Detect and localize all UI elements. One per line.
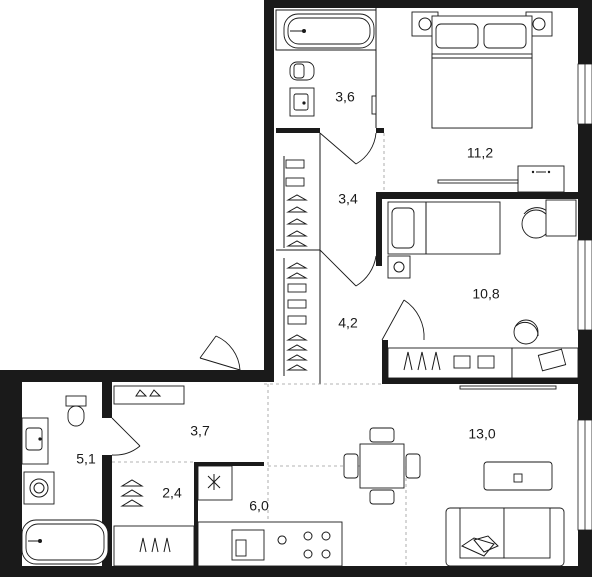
single-bed (387, 201, 501, 279)
area-label-hallway: 3,7 (190, 423, 210, 439)
washing-machine (23, 471, 55, 505)
bathtub-bottom (21, 519, 109, 565)
area-label-bathroom-2: 5,1 (76, 451, 96, 467)
tv-stand (437, 165, 565, 193)
shoe-rack (113, 385, 185, 405)
desk-chair-top (521, 199, 577, 239)
bathtub-top (283, 13, 375, 49)
kitchen-counter (197, 465, 343, 567)
area-label-kitchen: 6,0 (249, 498, 269, 514)
area-label-bedroom-2: 10,8 (472, 286, 499, 302)
dining-set (343, 427, 421, 505)
doors (111, 132, 425, 456)
double-bed (411, 11, 553, 129)
partitions (275, 8, 377, 384)
area-label-wardrobe-2: 4,2 (338, 315, 358, 331)
toilet-top (289, 61, 315, 81)
storage-hangers (113, 479, 195, 567)
heated-rail (371, 95, 377, 115)
sofa (445, 507, 565, 567)
wardrobe-2-hangers (283, 258, 308, 376)
area-label-storage: 2,4 (162, 485, 182, 501)
bedroom-2-wardrobe (387, 347, 579, 379)
coffee-table (483, 461, 553, 491)
area-label-living-room: 13,0 (468, 426, 495, 442)
area-label-wardrobe-1: 3,4 (338, 191, 358, 207)
area-label-bathroom-1: 3,6 (335, 89, 355, 105)
sink-bath2 (21, 417, 49, 465)
desk-chair-bottom (513, 319, 539, 345)
tv-living (459, 385, 557, 390)
room-labels: 3,6 11,2 3,4 4,2 10,8 5,1 3,7 13,0 2,4 6… (76, 89, 500, 514)
windows (577, 63, 592, 531)
toilet-bath2 (65, 395, 87, 427)
wardrobe-1-hangers (283, 156, 308, 248)
area-label-bedroom-1: 11,2 (467, 145, 493, 161)
sink-top (289, 87, 315, 117)
